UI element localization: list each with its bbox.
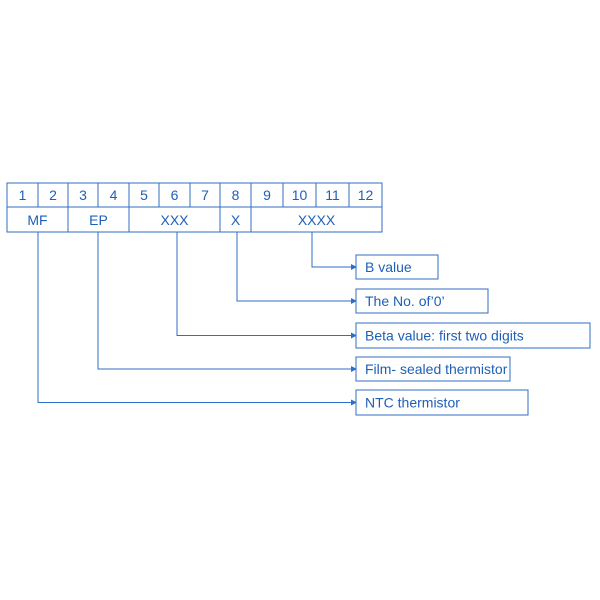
code-group-cell	[250, 206, 383, 233]
position-number: 7	[201, 187, 209, 203]
callout-box	[355, 389, 529, 416]
code-group-label: EP	[89, 212, 108, 228]
connector-line	[97, 232, 357, 372]
connector-line	[311, 232, 357, 270]
callout-box	[355, 356, 511, 382]
callout-box	[355, 288, 489, 314]
callout-label: NTC thermistor	[365, 395, 460, 411]
callout-label: B value	[365, 259, 412, 275]
code-group-label: MF	[27, 212, 47, 228]
code-group-label: XXXX	[298, 212, 336, 228]
position-number: 5	[140, 187, 148, 203]
code-group-label: X	[231, 212, 241, 228]
position-number: 1	[19, 187, 27, 203]
position-number: 9	[263, 187, 271, 203]
position-number: 11	[325, 187, 340, 203]
connector-line	[176, 232, 357, 339]
callout-box	[355, 254, 439, 280]
position-number: 8	[232, 187, 240, 203]
connector-line	[236, 232, 357, 304]
position-number: 2	[49, 187, 57, 203]
position-number: 6	[171, 187, 179, 203]
connector-line	[37, 232, 357, 406]
position-number: 10	[292, 187, 308, 203]
callout-box	[355, 322, 591, 349]
code-group-label: XXX	[160, 212, 189, 228]
callout-label: Beta value: first two digits	[365, 328, 524, 344]
position-number: 12	[358, 187, 374, 203]
callout-label: The No. of’0’	[365, 293, 445, 309]
callout-label: Film- sealed thermistor	[365, 361, 508, 377]
connector-lines	[37, 232, 357, 406]
position-number: 3	[79, 187, 87, 203]
position-number: 4	[110, 187, 118, 203]
